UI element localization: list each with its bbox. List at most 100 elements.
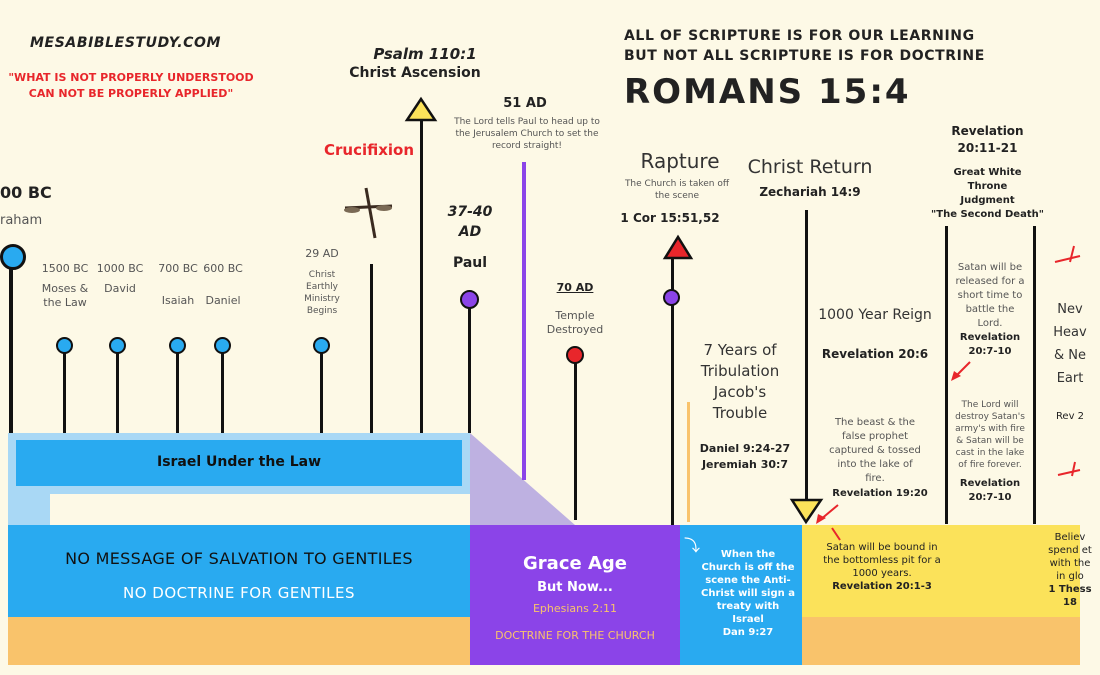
- ministry-stem: [320, 345, 323, 433]
- beast-line: false prophet: [841, 431, 909, 442]
- rev-title-line: Revelation: [951, 124, 1024, 138]
- moses-line: Moses &: [41, 282, 89, 295]
- treaty-line: Christ will sign a: [701, 588, 795, 599]
- quote-line: "WHAT IS NOT PROPERLY UNDERSTOOD: [8, 71, 254, 84]
- gwt-line: Great White: [953, 167, 1022, 178]
- abraham-name: raham: [0, 213, 43, 228]
- moses-year: 1500 BC: [41, 262, 89, 275]
- beast-desc: The beast & the false prophet captured &…: [820, 416, 930, 486]
- reign-ref: Revelation 20:6: [821, 347, 929, 361]
- paul-marker: [460, 290, 479, 309]
- rapture-stem: [671, 258, 674, 525]
- beast-line: captured & tossed: [829, 445, 921, 456]
- moses-stem: [63, 345, 66, 433]
- release-line: Lord.: [977, 318, 1003, 329]
- tribulation-ref: Daniel 9:24-27: [699, 442, 791, 455]
- believers-line: spend et: [1048, 545, 1092, 556]
- new-heaven-line: Eart: [1056, 371, 1084, 386]
- doctrine-church-label: DOCTRINE FOR THE CHURCH: [495, 629, 655, 642]
- site-name: MESABIBLESTUDY.COM: [30, 35, 222, 51]
- treaty-text: When the Church is off the scene the Ant…: [700, 548, 796, 639]
- ad51-line-text: The Lord tells Paul to head up to: [454, 117, 600, 127]
- gwt-line: Judgment: [960, 195, 1015, 206]
- ministry-label: 29 AD Christ Earthly Ministry Begins: [290, 247, 354, 317]
- ministry-marker: [313, 337, 330, 354]
- daniel-stem: [221, 345, 224, 433]
- psalm-ref: Psalm 110:1: [373, 45, 477, 63]
- paul-years-line: AD: [458, 224, 482, 240]
- ad51-line-text: the Jerusalem Church to set the: [455, 129, 599, 139]
- paul-years: 37-40 AD: [440, 202, 500, 242]
- grace-age-band: [470, 525, 680, 665]
- scripture-line-2: BUT NOT ALL SCRIPTURE IS FOR DOCTRINE: [624, 48, 985, 64]
- return-label: Christ Return: [747, 156, 873, 178]
- tribulation-line: Trouble: [712, 404, 768, 422]
- rev-title: Revelation 20:11-21: [940, 123, 1035, 157]
- no-message-label: NO MESSAGE OF SALVATION TO GENTILES: [65, 549, 413, 568]
- abraham-stem: [9, 258, 13, 433]
- beast-line: The beast & the: [834, 417, 916, 428]
- crucifixion-label: Crucifixion: [324, 141, 415, 159]
- tribulation-refs: Daniel 9:24-27 Jeremiah 30:7: [690, 441, 800, 473]
- moses-label: 1500 BC Moses & the Law: [30, 262, 100, 310]
- temple-line: Destroyed: [546, 323, 604, 336]
- temple-marker: [566, 346, 584, 364]
- treaty-ref: Dan 9:27: [722, 627, 774, 638]
- ad70-label: 70 AD: [556, 281, 594, 294]
- rapture-ref: 1 Cor 15:51,52: [620, 211, 720, 225]
- believers-line: in glo: [1056, 571, 1084, 582]
- israel-under-law-label: Israel Under the Law: [156, 454, 322, 470]
- tribulation-label: 7 Years of Tribulation Jacob's Trouble: [690, 340, 790, 424]
- gwt-line: "The Second Death": [931, 209, 1044, 220]
- moses-marker: [56, 337, 73, 354]
- gwt-line: Throne: [967, 181, 1008, 192]
- destroy-ref: Revelation 20:7-10: [950, 477, 1030, 505]
- destroy-desc: The Lord will destroy Satan's army's wit…: [950, 399, 1030, 471]
- treaty-line: treaty with: [716, 601, 780, 612]
- isaiah-year: 700 BC: [158, 262, 198, 275]
- destroy-line: army's with fire: [955, 424, 1025, 434]
- new-heaven-ref: Rev 2: [1055, 411, 1085, 422]
- isaiah-label: 700 BC Isaiah: [150, 262, 206, 308]
- no-message-band: [8, 525, 470, 617]
- ad51-line: [522, 162, 526, 480]
- abraham-marker: [0, 244, 26, 270]
- bound-line: 1000 years.: [852, 568, 912, 579]
- treaty-line: Israel: [732, 614, 764, 625]
- ministry-line: Ministry: [304, 294, 340, 304]
- gwt-label: Great White Throne Judgment "The Second …: [925, 166, 1050, 222]
- ad51-label: 51 AD: [503, 96, 547, 111]
- but-now-label: But Now...: [537, 580, 613, 595]
- moses-line: the Law: [43, 296, 87, 309]
- paul-stem: [468, 305, 471, 433]
- abraham-year: 00 BC: [0, 183, 52, 202]
- ad51-desc: The Lord tells Paul to head up to the Je…: [447, 116, 607, 152]
- rapture-desc: The Church is taken off the scene: [612, 178, 742, 202]
- tribulation-line: Jacob's: [713, 383, 767, 401]
- release-desc: Satan will be released for a short time …: [950, 261, 1030, 359]
- release-line: short time to: [957, 290, 1023, 301]
- treaty-line: When the: [720, 549, 776, 560]
- gwt-stem-2: [1033, 226, 1036, 524]
- david-label: 1000 BC David: [90, 262, 150, 296]
- destroy-ref-line: Revelation: [959, 478, 1021, 489]
- bound-line: Satan will be bound in: [826, 542, 938, 553]
- release-ref: Revelation: [959, 332, 1021, 343]
- israel-band-cream: [50, 494, 470, 525]
- romans-title: ROMANS 15:4: [624, 72, 911, 112]
- ephesians-ref: Ephesians 2:11: [532, 602, 618, 615]
- treaty-line: Church is off the: [701, 562, 795, 573]
- daniel-marker: [214, 337, 231, 354]
- ascension-label: Christ Ascension: [349, 65, 481, 81]
- bound-ref: Revelation 20:1-3: [832, 581, 932, 592]
- release-line: released for a: [955, 276, 1025, 287]
- paul-years-line: 37-40: [447, 204, 493, 220]
- ascension-stem: [420, 120, 423, 433]
- grace-age-title: Grace Age: [523, 553, 627, 574]
- destroy-line: of fire forever.: [958, 460, 1022, 470]
- daniel-label: 600 BC Daniel: [196, 262, 250, 308]
- ad51-line-text: record straight!: [491, 141, 563, 151]
